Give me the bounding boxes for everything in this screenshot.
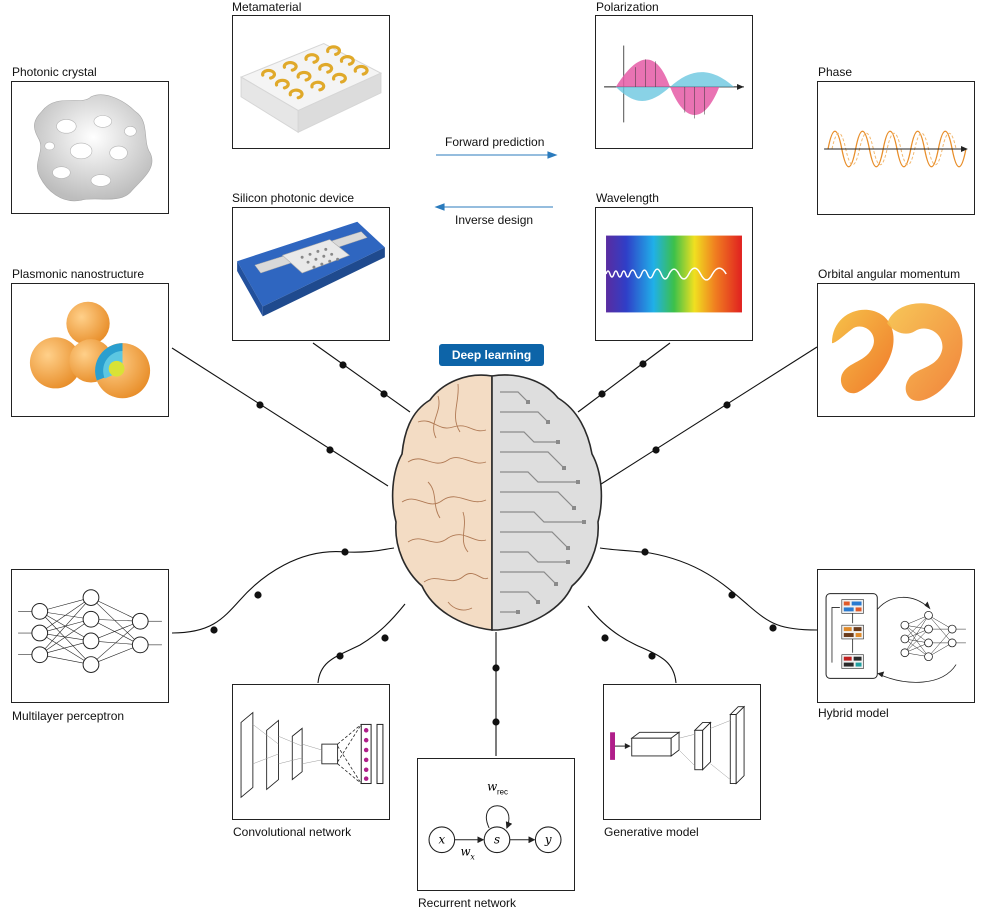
rnn-node-x: x <box>438 833 445 847</box>
metamaterial-label: Metamaterial <box>232 0 302 14</box>
brain-left-hemisphere <box>391 374 493 631</box>
connector-dot <box>326 446 334 454</box>
phase-label: Phase <box>818 65 853 79</box>
mlp-label: Multilayer perceptron <box>12 709 125 723</box>
phase-panel <box>817 81 975 215</box>
connector-dot <box>728 591 736 599</box>
connector-dot <box>652 446 660 454</box>
connector-dot <box>598 390 606 398</box>
cnn-panel <box>232 684 390 820</box>
connector-plasmonic <box>171 347 389 487</box>
phase-image <box>824 130 968 168</box>
deep-learning-badge: Deep learning <box>439 344 544 366</box>
connector-dot <box>769 624 777 632</box>
wavelength-panel <box>595 207 753 341</box>
inverse-arrowhead <box>434 203 445 211</box>
silicon-device-image <box>237 221 385 317</box>
connector-dot <box>492 718 500 726</box>
rnn-panel: x s y w rec w x <box>417 758 575 891</box>
connector-wavelength <box>577 342 671 413</box>
rnn-node-y: y <box>544 833 552 847</box>
brain-right-hemisphere <box>491 374 603 631</box>
connector-dot <box>254 591 262 599</box>
polarization-image <box>604 45 744 123</box>
connector-dot <box>339 361 347 369</box>
metamaterial-image <box>239 43 383 134</box>
hybrid-panel <box>817 569 975 703</box>
connector-silicon <box>312 342 411 413</box>
rnn-label: Recurrent network <box>418 896 517 910</box>
cnn-label: Convolutional network <box>233 825 352 839</box>
oam-panel <box>817 283 975 417</box>
plasmonic-panel <box>11 283 169 417</box>
rnn-node-s: s <box>494 833 500 847</box>
rnn-image: x s y w rec w x <box>428 780 562 861</box>
inverse-design-label: Inverse design <box>455 213 534 227</box>
connector-dot <box>641 548 649 556</box>
connector-mlp <box>171 547 395 634</box>
connector-hybrid <box>599 547 818 631</box>
mlp-image <box>18 589 162 673</box>
gen-panel <box>603 684 761 820</box>
connector-dot <box>648 652 656 660</box>
hybrid-image <box>825 593 966 683</box>
photonic-crystal-image <box>34 94 153 202</box>
brain-illustration <box>391 374 603 631</box>
rnn-weight-rec: w <box>487 780 497 794</box>
rnn-weight-x-sub: x <box>470 852 475 861</box>
connector-dot <box>336 652 344 660</box>
wavelength-image <box>605 235 742 313</box>
plasmonic-image <box>29 301 151 399</box>
connector-dot <box>256 401 264 409</box>
connector-oam <box>597 346 818 487</box>
oam-label: Orbital angular momentum <box>818 267 961 281</box>
connector-dot <box>341 548 349 556</box>
connector-cnn <box>317 603 406 684</box>
photonic-crystal-panel <box>11 81 169 214</box>
silicon-device-label: Silicon photonic device <box>232 191 355 205</box>
photonic-crystal-label: Photonic crystal <box>12 65 97 79</box>
gen-image <box>610 705 746 785</box>
cnn-image <box>240 711 384 799</box>
hybrid-label: Hybrid model <box>818 706 889 720</box>
forward-prediction-label: Forward prediction <box>445 135 545 149</box>
mlp-panel <box>11 569 169 703</box>
forward-arrowhead <box>547 151 558 159</box>
connector-dot <box>210 626 218 634</box>
plasmonic-label: Plasmonic nanostructure <box>12 267 145 281</box>
wavelength-label: Wavelength <box>596 191 659 205</box>
gen-label: Generative model <box>604 825 699 839</box>
connector-dot <box>380 390 388 398</box>
metamaterial-panel <box>232 15 390 149</box>
rnn-weight-rec-sub: rec <box>497 787 508 796</box>
connector-dot <box>723 401 731 409</box>
silicon-device-panel <box>232 207 390 341</box>
connector-dot <box>492 664 500 672</box>
connector-dot <box>601 634 609 642</box>
oam-image <box>831 303 963 401</box>
polarization-panel <box>595 15 753 149</box>
polarization-label: Polarization <box>596 0 659 14</box>
connector-gen <box>587 605 677 684</box>
rnn-weight-x: w <box>461 845 471 859</box>
connector-dot <box>639 360 647 368</box>
connector-dot <box>381 634 389 642</box>
